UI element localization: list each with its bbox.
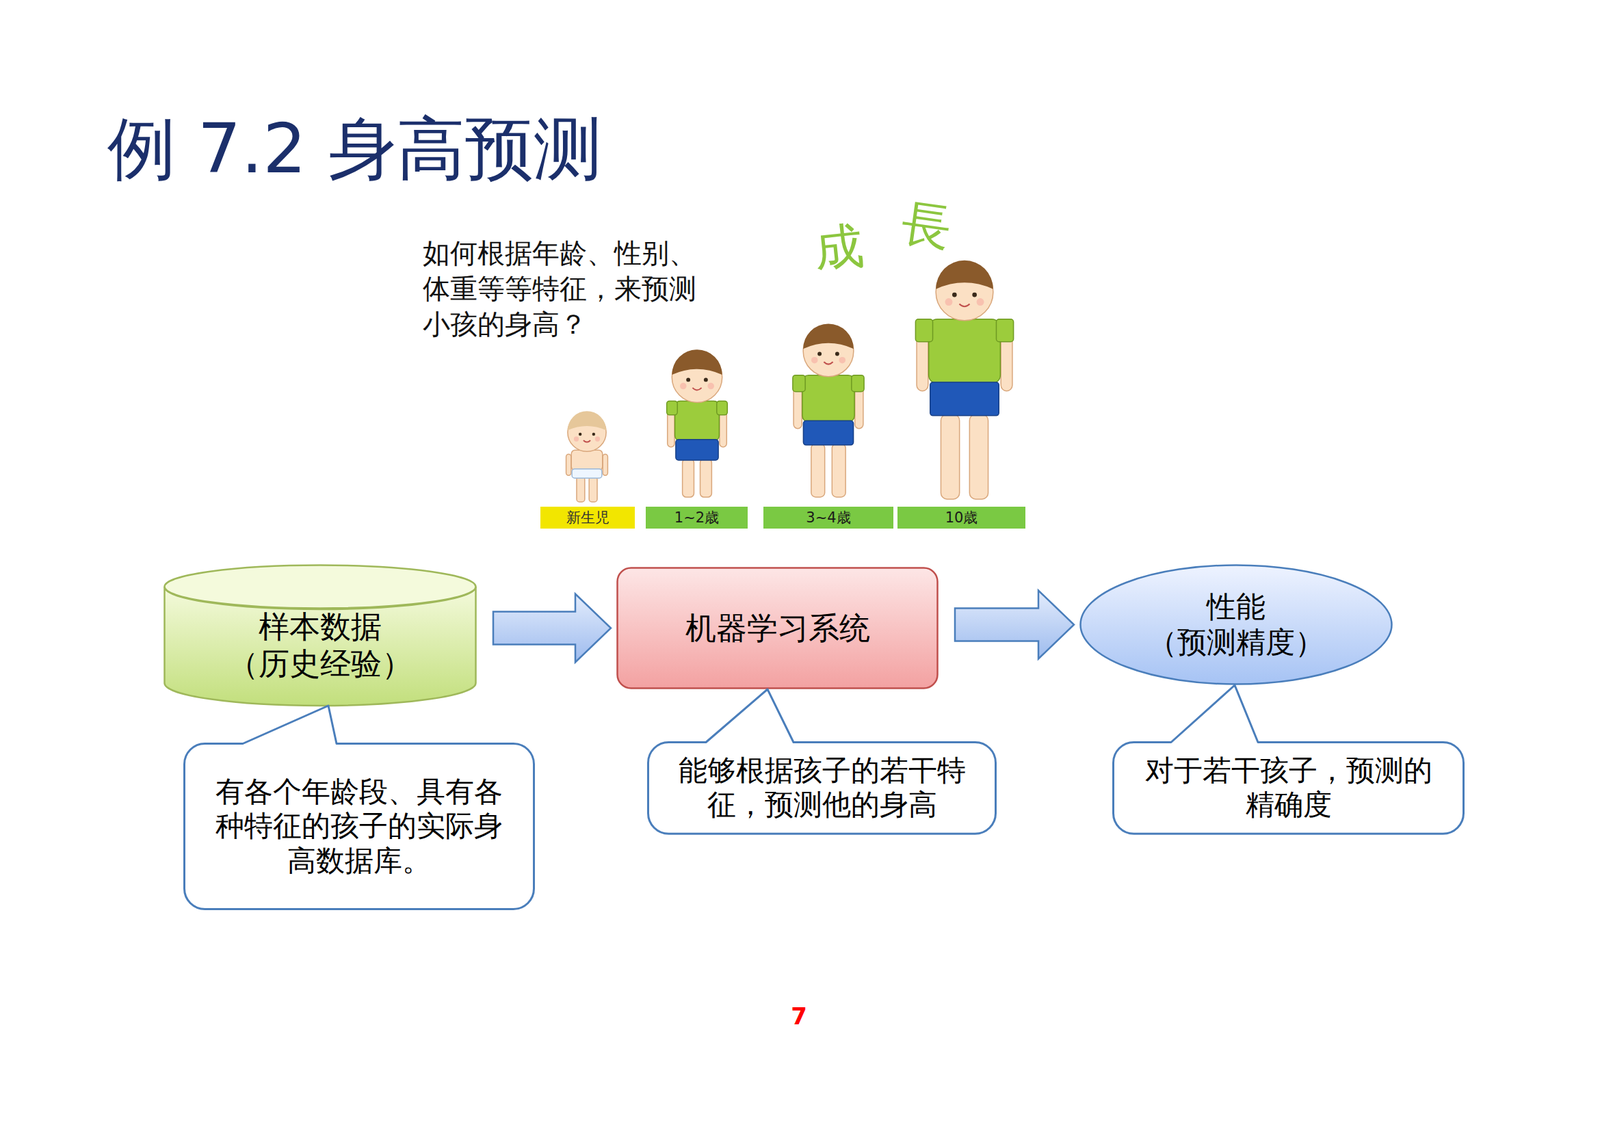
node-text-block: 能够根据孩子的若干特征，预测他的身高 xyxy=(673,753,970,823)
age-bar xyxy=(897,506,1026,529)
growth-caption: 成 xyxy=(811,217,867,277)
child-figure xyxy=(792,323,864,498)
result-ellipse: 性能 （预测精度） xyxy=(1079,564,1393,686)
age-bar xyxy=(645,506,748,529)
node-text: 能够根据孩子的若干特征，预测他的身高 xyxy=(673,753,970,823)
node-text-block: 机器学习系统 xyxy=(638,610,916,648)
slide-title: 例 7.2 身高预测 xyxy=(107,109,602,189)
age-label: 10歳 xyxy=(897,506,1026,529)
child-figure xyxy=(915,260,1014,500)
child-figure xyxy=(566,411,609,503)
question-text: 如何根据年龄、性别、体重等等特征，来预测小孩的身高？ xyxy=(422,235,705,343)
node-text-block: 对于若干孩子，预测的精确度 xyxy=(1140,753,1437,823)
node-text: 样本数据 （历史经验） xyxy=(226,608,415,683)
block-arrow xyxy=(954,591,1074,660)
age-bar xyxy=(763,506,894,529)
page-number: 7 xyxy=(778,1002,820,1031)
data-cylinder: 样本数据 （历史经验） xyxy=(163,564,477,706)
callout-box: 能够根据孩子的若干特征，预测他的身高 xyxy=(647,741,997,836)
node-text: 机器学习系统 xyxy=(638,610,916,648)
callout-box: 对于若干孩子，预测的精确度 xyxy=(1112,741,1465,836)
node-text: 性能 （预测精度） xyxy=(1146,589,1326,661)
age-label: 3~4歳 xyxy=(763,506,894,529)
child-figure xyxy=(666,349,728,498)
age-bar xyxy=(540,506,635,529)
process-box: 机器学习系统 xyxy=(616,567,939,690)
age-label: 1~2歳 xyxy=(645,506,748,529)
callout-box: 有各个年龄段、具有各种特征的孩子的实际身高数据库。 xyxy=(183,742,535,911)
growth-caption: 長 xyxy=(898,194,955,256)
node-text-block: 性能 （预测精度） xyxy=(1146,589,1326,661)
age-label: 新生児 xyxy=(540,506,635,529)
node-text-block: 样本数据 （历史经验） xyxy=(226,608,415,683)
node-text: 对于若干孩子，预测的精确度 xyxy=(1140,753,1437,823)
node-text: 有各个年龄段、具有各种特征的孩子的实际身高数据库。 xyxy=(211,775,508,879)
node-text-block: 有各个年龄段、具有各种特征的孩子的实际身高数据库。 xyxy=(211,775,508,879)
block-arrow xyxy=(493,594,611,663)
